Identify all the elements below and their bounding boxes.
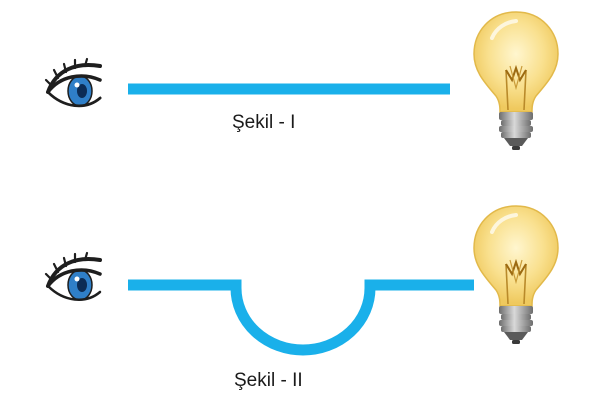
- straight-tube: [128, 83, 450, 95]
- eye-icon: [44, 251, 102, 301]
- figure-2: Şekil - II: [0, 190, 601, 407]
- light-bulb-icon: [473, 205, 559, 344]
- light-bulb-icon: [473, 11, 559, 150]
- figure-caption: Şekil - II: [234, 370, 303, 391]
- curved-tube: [128, 279, 474, 356]
- figure-caption: Şekil - I: [232, 112, 296, 133]
- figure-1: Şekil - I: [0, 0, 601, 180]
- eye-icon: [44, 57, 102, 108]
